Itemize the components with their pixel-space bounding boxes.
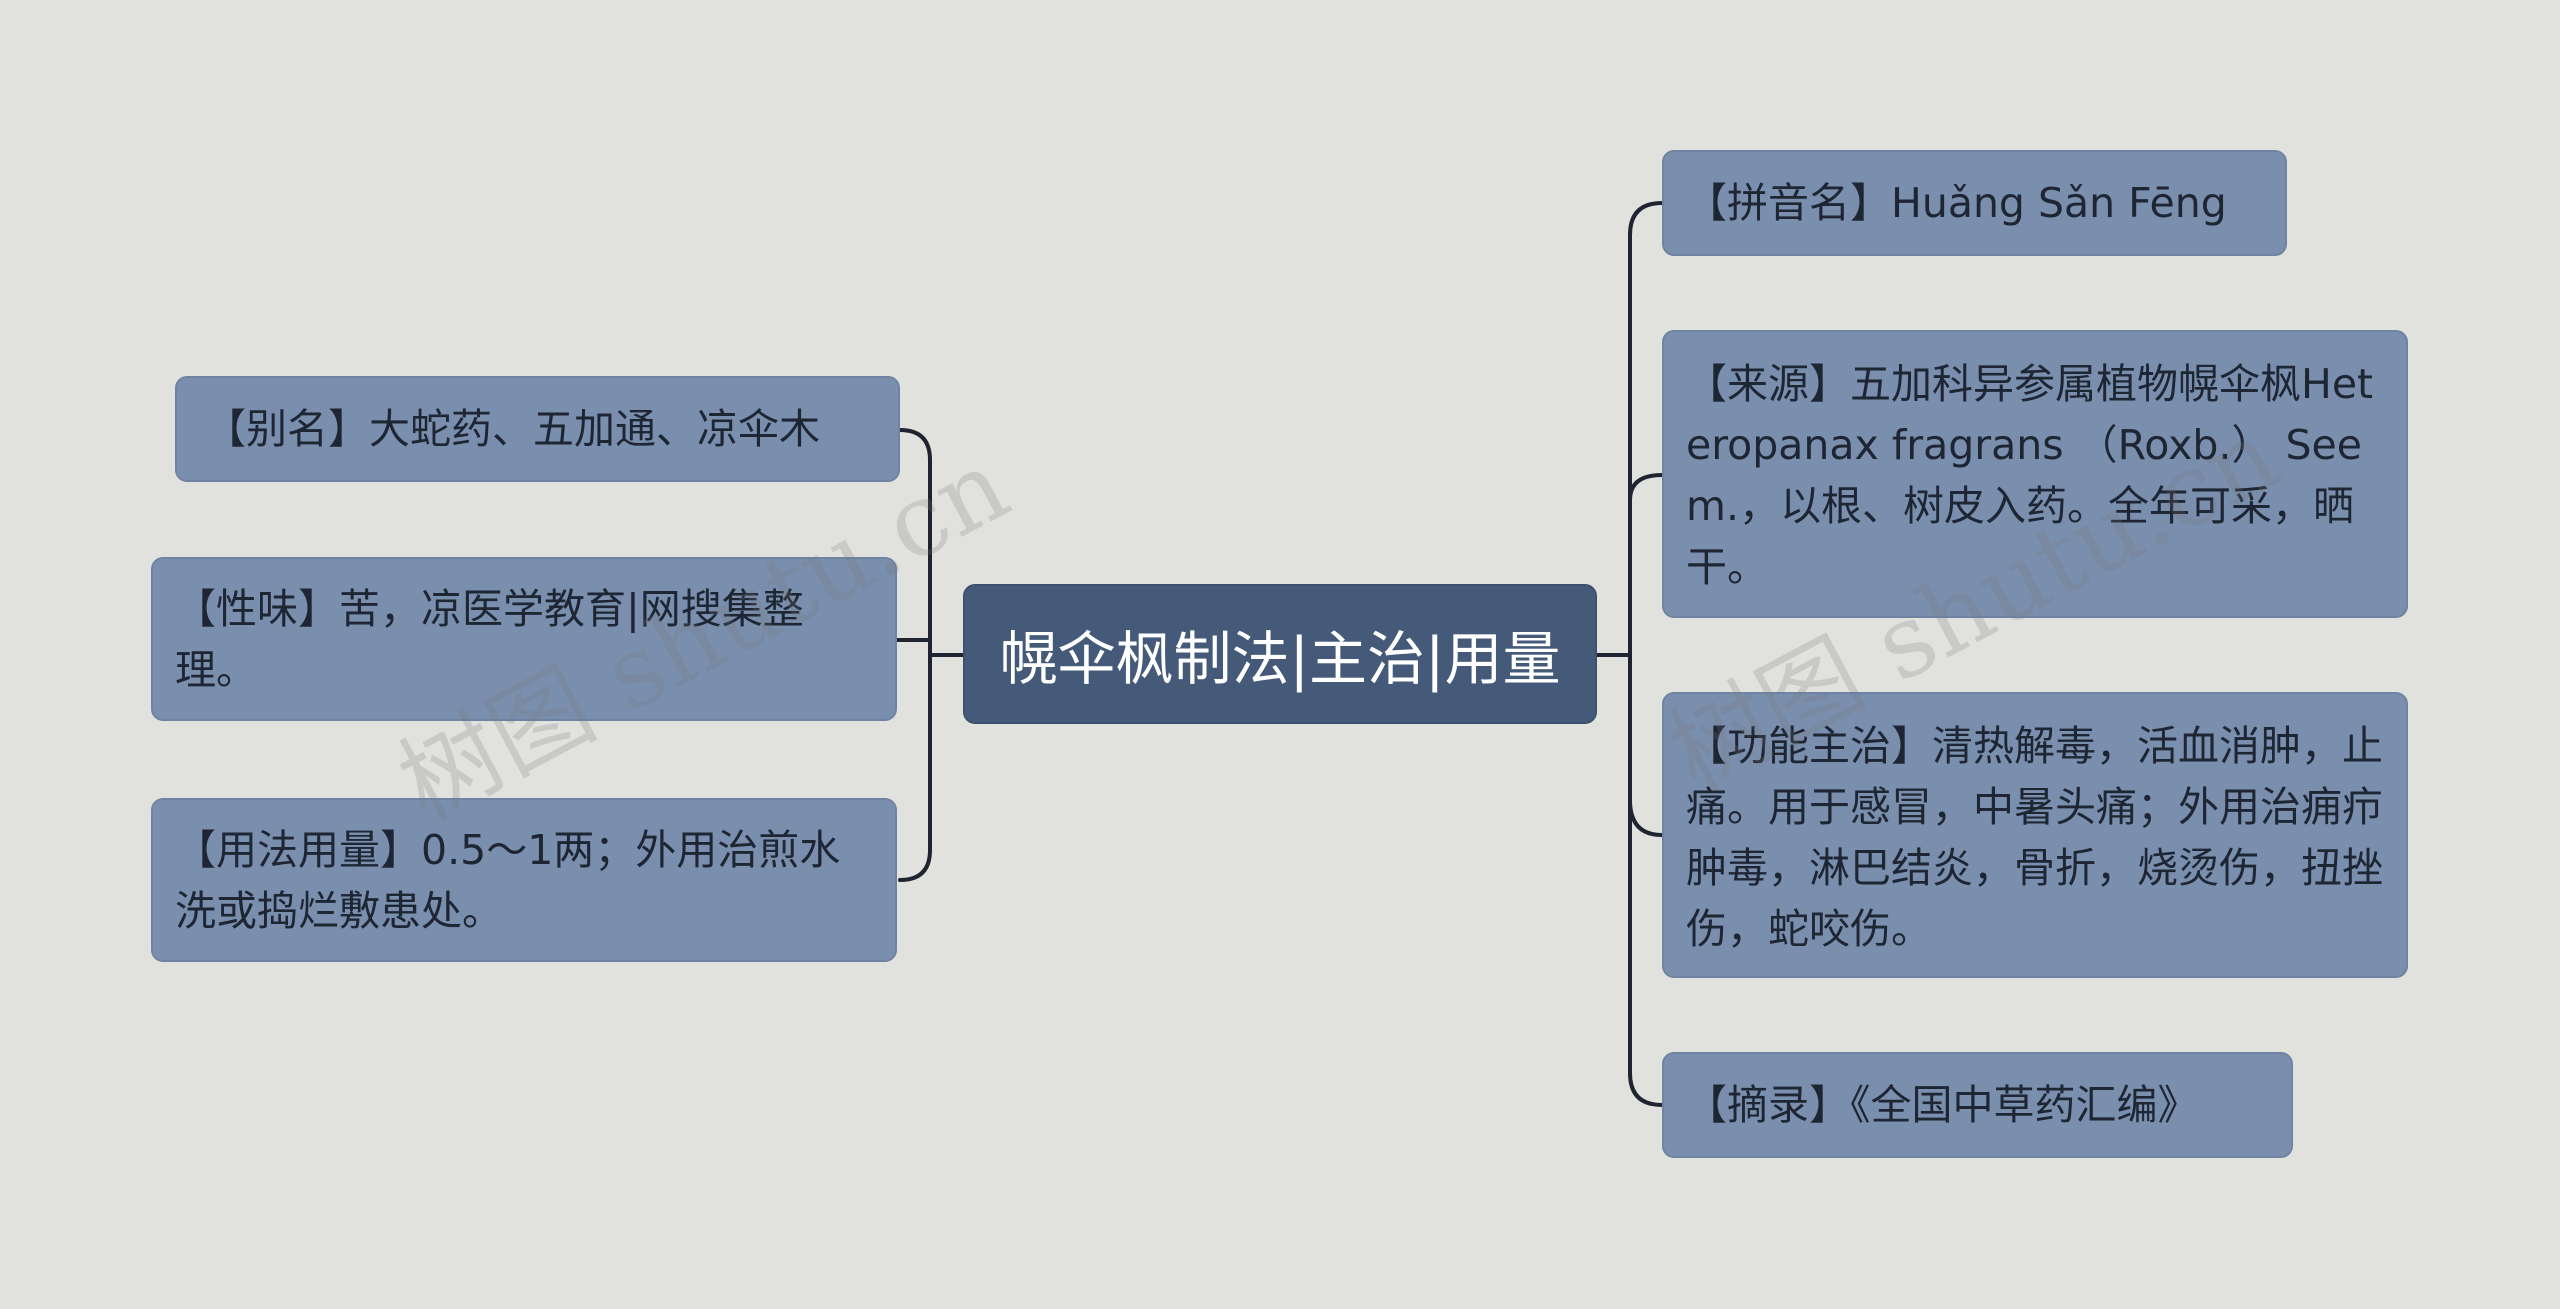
connector-left-trunk bbox=[898, 428, 932, 882]
node-dosage[interactable]: 【用法用量】0.5～1两；外用治煎水洗或捣烂敷患处。 bbox=[151, 798, 897, 962]
central-topic-label: 幌伞枫制法|主治|用量 bbox=[999, 625, 1561, 693]
node-function-text: 【功能主治】清热解毒，活血消肿，止痛。用于感冒，中暑头痛；外用治痈疖肿毒，淋巴结… bbox=[1686, 722, 2383, 953]
node-pinyin-text: 【拼音名】Huǎng Sǎn Fēng bbox=[1686, 179, 2227, 227]
node-dosage-text: 【用法用量】0.5～1两；外用治煎水洗或捣烂敷患处。 bbox=[175, 826, 841, 935]
node-pinyin[interactable]: 【拼音名】Huǎng Sǎn Fēng bbox=[1662, 150, 2287, 256]
node-alias[interactable]: 【别名】大蛇药、五加通、凉伞木 bbox=[175, 376, 900, 482]
node-function[interactable]: 【功能主治】清热解毒，活血消肿，止痛。用于感冒，中暑头痛；外用治痈疖肿毒，淋巴结… bbox=[1662, 692, 2408, 978]
node-source-text: 【来源】五加科异参属植物幌伞枫Heteropanax fragrans （Rox… bbox=[1686, 360, 2374, 591]
central-topic[interactable]: 幌伞枫制法|主治|用量 bbox=[963, 584, 1597, 724]
node-flavor[interactable]: 【性味】苦，凉医学教育|网搜集整理。 bbox=[151, 557, 897, 721]
node-source[interactable]: 【来源】五加科异参属植物幌伞枫Heteropanax fragrans （Rox… bbox=[1662, 330, 2408, 618]
node-excerpt[interactable]: 【摘录】《全国中草药汇编》 bbox=[1662, 1052, 2293, 1158]
node-alias-text: 【别名】大蛇药、五加通、凉伞木 bbox=[205, 405, 820, 453]
connector-right-3 bbox=[1628, 798, 1664, 837]
connector-right-2 bbox=[1628, 473, 1664, 502]
node-flavor-text: 【性味】苦，凉医学教育|网搜集整理。 bbox=[175, 585, 804, 694]
connector-right-trunk bbox=[1628, 201, 1664, 1107]
node-excerpt-text: 【摘录】《全国中草药汇编》 bbox=[1686, 1081, 2199, 1129]
